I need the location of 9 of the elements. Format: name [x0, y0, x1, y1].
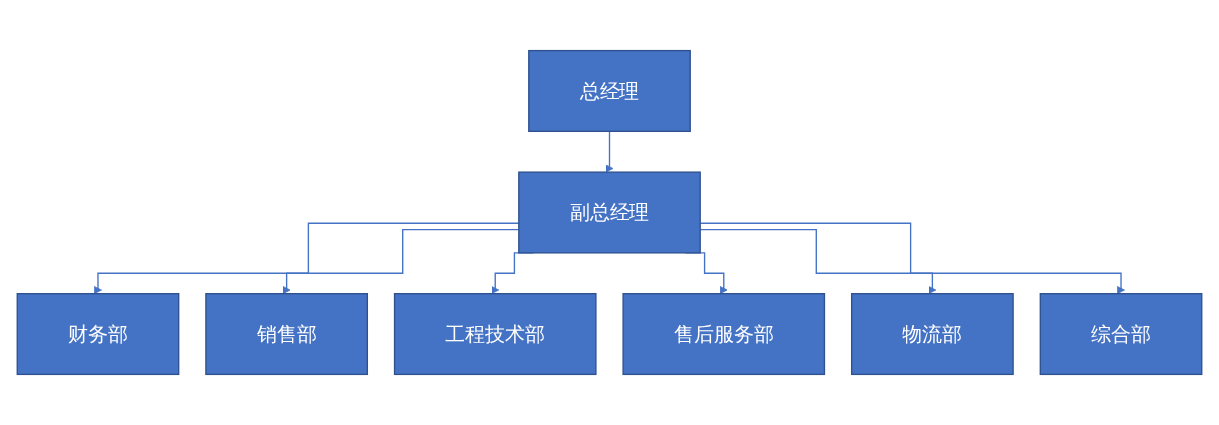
arrow	[605, 130, 614, 173]
node-box: 物流部	[851, 293, 1014, 376]
node-box: 总经理	[528, 49, 691, 132]
node-box: 副总经理	[518, 171, 701, 254]
node-box: 工程技术部	[393, 293, 597, 376]
node-box: 销售部	[205, 293, 368, 376]
node-box: 售后服务部	[622, 293, 826, 376]
node-box: 综合部	[1039, 293, 1203, 376]
node-box: 财务部	[16, 293, 180, 376]
